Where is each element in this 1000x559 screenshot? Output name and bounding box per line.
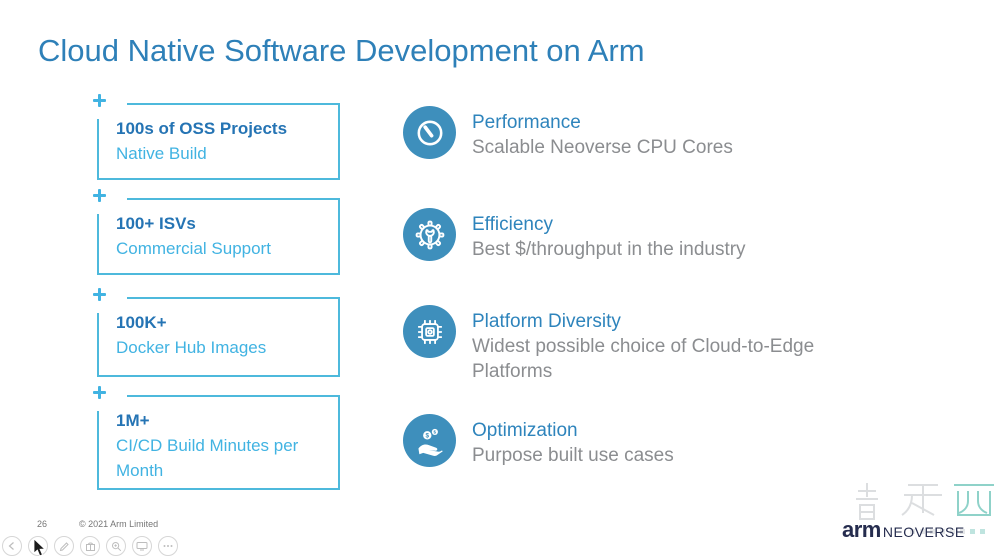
stat-box-oss-projects: 100s of OSS Projects Native Build [93,94,340,180]
pen-button[interactable] [54,536,74,556]
plus-sparkle-icon [93,386,106,399]
previous-arrow-button[interactable] [2,536,22,556]
stat-box-isvs: 100+ ISVs Commercial Support [93,189,340,275]
arm-neoverse-logo: arm NEOVERSE [842,517,965,542]
feature-efficiency: Efficiency Best $/throughput in the indu… [403,208,870,262]
mouse-cursor [33,539,46,557]
stamp-button[interactable] [80,536,100,556]
svg-text:$: $ [425,432,429,439]
gear-wrench-icon [403,208,456,261]
stat-label: CI/CD Build Minutes per Month [116,436,299,480]
stat-value: 1M+ [116,411,150,430]
feature-description: Purpose built use cases [472,445,674,466]
feature-platform-diversity: Platform Diversity Widest possible choic… [403,305,870,384]
more-options-button[interactable] [158,536,178,556]
page-number: 26 [37,519,48,529]
feature-optimization: $ $ Optimization Purpose built use cases [403,414,870,468]
neoverse-logo-text: NEOVERSE [882,524,965,540]
copyright-text: © 2021 Arm Limited [79,519,159,529]
stat-label: Commercial Support [116,239,271,258]
stat-label: Native Build [116,144,207,163]
stat-value: 100s of OSS Projects [116,119,288,138]
feature-description: Widest possible choice of Cloud-to-Edge … [472,336,815,382]
feature-description: Scalable Neoverse CPU Cores [472,137,733,158]
stat-value: 100K+ [116,313,167,332]
feature-title: Efficiency [472,214,553,235]
feature-title: Platform Diversity [472,311,621,332]
page-title: Cloud Native Software Development on Arm [38,33,645,68]
stat-box-cicd-minutes: 1M+ CI/CD Build Minutes per Month [93,386,340,490]
cpu-chip-icon [403,305,456,358]
zhidongxi-watermark [856,483,994,534]
feature-performance: Performance Scalable Neoverse CPU Cores [403,106,870,160]
whiteboard-button[interactable] [132,536,152,556]
feature-title: Performance [472,112,581,133]
arm-logo-text: arm [842,517,881,542]
stat-label: Docker Hub Images [116,338,267,357]
hand-coins-icon: $ $ [403,414,456,467]
plus-sparkle-icon [93,189,106,202]
plus-sparkle-icon [93,288,106,301]
svg-text:$: $ [433,429,436,435]
stat-box-docker-images: 100K+ Docker Hub Images [93,288,340,377]
plus-sparkle-icon [93,94,106,107]
feature-title: Optimization [472,420,578,441]
feature-description: Best $/throughput in the industry [472,239,746,260]
stat-value: 100+ ISVs [116,214,196,233]
annotation-toolbar [2,536,184,556]
zoom-magnifier-button[interactable] [106,536,126,556]
speedometer-icon [403,106,456,159]
